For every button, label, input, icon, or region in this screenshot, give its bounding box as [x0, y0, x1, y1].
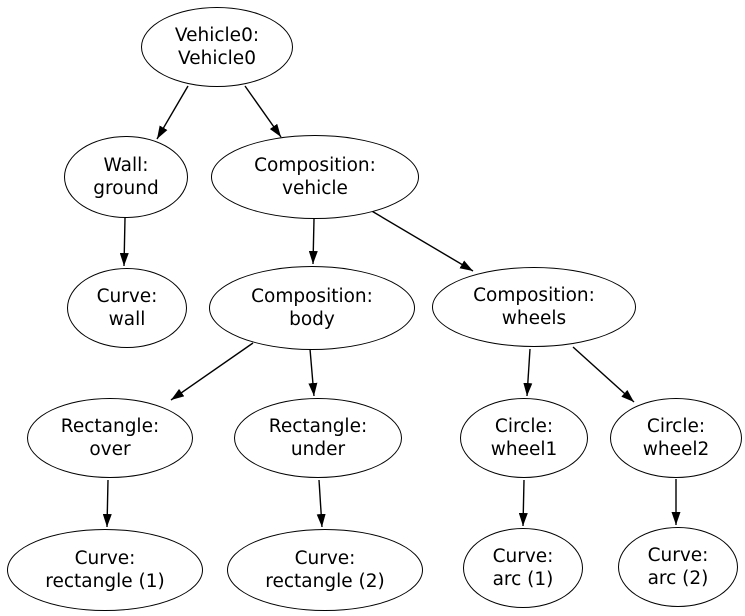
- node-vehicle0: Vehicle0: Vehicle0: [141, 7, 293, 87]
- edge-rect-over-curve-rect1: [102, 479, 112, 528]
- node-label: Composition:: [473, 285, 595, 306]
- node-composition-wheels: Composition: wheels: [432, 267, 636, 347]
- node-rectangle-over: Rectangle: over: [27, 398, 193, 478]
- node-label: wheels: [501, 308, 567, 329]
- node-label: arc (1): [492, 569, 554, 590]
- node-curve-arc-1: Curve: arc (1): [463, 528, 583, 608]
- node-label: Curve:: [647, 545, 709, 566]
- node-label: wheel2: [642, 439, 710, 460]
- node-label: Curve:: [492, 546, 554, 567]
- node-label: Composition:: [254, 155, 376, 176]
- node-label: body: [289, 309, 335, 330]
- node-label: Rectangle:: [268, 416, 368, 437]
- node-label: Curve:: [74, 548, 136, 569]
- node-label: arc (2): [647, 568, 709, 589]
- node-label: wheel1: [490, 439, 558, 460]
- node-label: Rectangle:: [60, 416, 160, 437]
- node-wall-ground: Wall: ground: [64, 136, 188, 218]
- node-composition-body: Composition: body: [209, 266, 415, 350]
- node-label: vehicle: [282, 178, 348, 199]
- edge-vehicle0-composition-vehicle: [244, 85, 282, 138]
- edge-rect-under-curve-rect2: [316, 479, 326, 528]
- edge-wall-ground-curve-wall: [119, 217, 129, 267]
- node-label: Wall:: [103, 155, 149, 176]
- node-label: rectangle (1): [45, 571, 165, 592]
- node-curve-rectangle-1: Curve: rectangle (1): [7, 529, 203, 611]
- edge-composition-body-rect-over: [170, 342, 254, 401]
- node-label: ground: [93, 178, 159, 199]
- node-label: Circle:: [494, 416, 554, 437]
- node-label: over: [89, 439, 131, 460]
- node-label: Vehicle0: [178, 48, 256, 69]
- node-label: rectangle (2): [265, 571, 385, 592]
- node-rectangle-under: Rectangle: under: [234, 398, 402, 478]
- node-curve-rectangle-2: Curve: rectangle (2): [227, 529, 423, 611]
- edge-vehicle0-wall-ground: [156, 85, 189, 140]
- edge-composition-vehicle-body: [308, 218, 318, 265]
- node-label: Vehicle0:: [174, 25, 260, 46]
- edge-composition-wheels-wheel1: [523, 348, 533, 397]
- edge-composition-vehicle-wheels: [369, 209, 474, 272]
- node-label: Curve:: [294, 548, 356, 569]
- node-label: wall: [108, 309, 146, 330]
- node-circle-wheel1: Circle: wheel1: [460, 398, 588, 478]
- node-composition-vehicle: Composition: vehicle: [211, 135, 419, 219]
- node-label: Curve:: [96, 286, 158, 307]
- edge-composition-wheels-wheel2: [572, 346, 635, 403]
- node-circle-wheel2: Circle: wheel2: [610, 398, 742, 478]
- edge-composition-body-rect-under: [308, 348, 318, 397]
- node-curve-wall: Curve: wall: [67, 268, 187, 348]
- node-label: under: [290, 439, 346, 460]
- node-label: Composition:: [251, 286, 373, 307]
- edge-wheel1-curve-arc1: [518, 479, 528, 527]
- node-curve-arc-2: Curve: arc (2): [618, 527, 738, 607]
- node-label: Circle:: [646, 416, 706, 437]
